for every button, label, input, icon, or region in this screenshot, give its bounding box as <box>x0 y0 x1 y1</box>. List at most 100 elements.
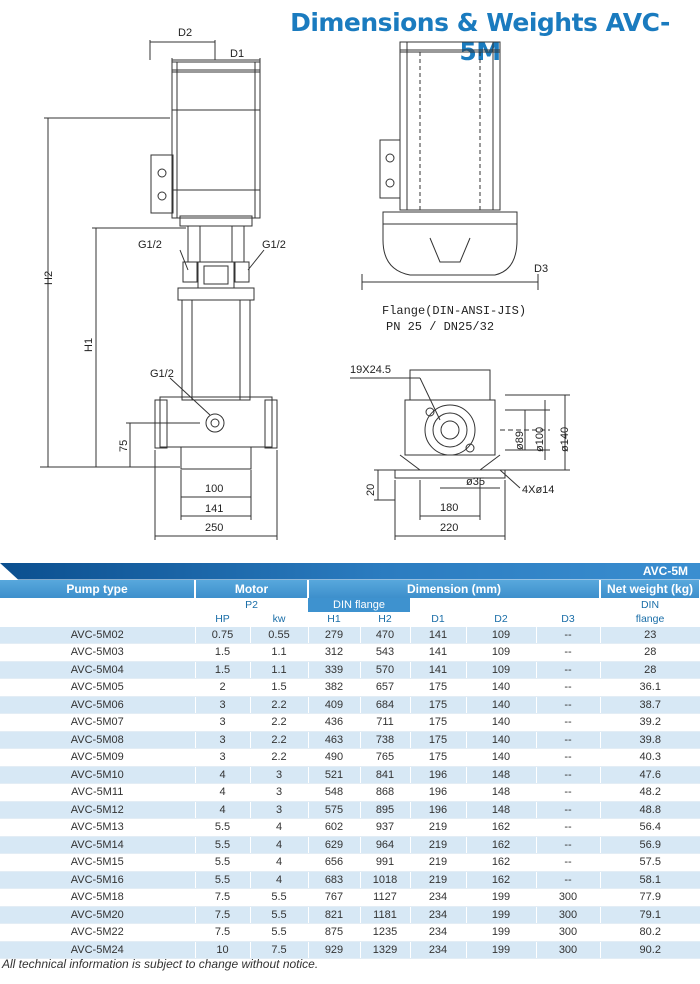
cell-d2: 140 <box>465 748 536 767</box>
cell-pump-type: AVC-5M24 <box>0 941 195 959</box>
cell-h1: 521 <box>307 766 360 784</box>
subheader-p2: P2 <box>245 598 258 611</box>
label-dim-180: 180 <box>440 502 458 514</box>
cell-d1: 196 <box>409 783 466 802</box>
cell-net-weight: 48.2 <box>599 783 700 802</box>
cell-h2: 868 <box>359 783 410 802</box>
cell-d3: 300 <box>535 941 600 959</box>
cell-h2: 841 <box>359 766 410 784</box>
cell-pump-type: AVC-5M10 <box>0 766 195 784</box>
cell-h1: 382 <box>307 678 360 697</box>
cell-d3: -- <box>535 661 600 679</box>
cell-d1: 175 <box>409 696 466 714</box>
cell-h2: 543 <box>359 643 410 662</box>
cell-d3: -- <box>535 836 600 854</box>
cell-d1: 234 <box>409 888 466 907</box>
cell-d1: 234 <box>409 923 466 942</box>
cell-net-weight: 36.1 <box>599 678 700 697</box>
cell-d1: 175 <box>409 731 466 749</box>
label-dim-19x24: 19X24.5 <box>350 364 391 376</box>
cell-kw: 2.2 <box>249 696 308 714</box>
cell-h2: 470 <box>359 626 410 644</box>
cell-d3: -- <box>535 731 600 749</box>
cell-h1: 409 <box>307 696 360 714</box>
cell-pump-type: AVC-5M13 <box>0 818 195 837</box>
cell-d3: -- <box>535 871 600 889</box>
cell-d3: -- <box>535 853 600 872</box>
label-d1: D1 <box>230 48 244 60</box>
cell-h2: 738 <box>359 731 410 749</box>
cell-net-weight: 40.3 <box>599 748 700 767</box>
spec-table: AVC-5M Pump type Motor Dimension (mm) Ne… <box>0 563 700 959</box>
cell-net-weight: 39.8 <box>599 731 700 749</box>
cell-h2: 1018 <box>359 871 410 889</box>
cell-net-weight: 28 <box>599 661 700 679</box>
cell-hp: 10 <box>194 941 250 959</box>
label-dim-220: 220 <box>440 522 458 534</box>
cell-kw: 1.5 <box>249 678 308 697</box>
label-dim-75: 75 <box>118 440 130 452</box>
cell-kw: 1.1 <box>249 643 308 662</box>
cell-kw: 3 <box>249 783 308 802</box>
cell-d2: 162 <box>465 871 536 889</box>
cell-net-weight: 56.9 <box>599 836 700 854</box>
cell-pump-type: AVC-5M08 <box>0 731 195 749</box>
cell-h2: 711 <box>359 713 410 732</box>
cell-d3: -- <box>535 678 600 697</box>
subheader-flange: flange <box>635 612 665 625</box>
cell-d1: 141 <box>409 626 466 644</box>
cell-d2: 148 <box>465 801 536 819</box>
cell-hp: 0.75 <box>194 626 250 644</box>
cell-pump-type: AVC-5M12 <box>0 801 195 819</box>
cell-net-weight: 38.7 <box>599 696 700 714</box>
cell-net-weight: 56.4 <box>599 818 700 837</box>
label-flange-line1: Flange(DIN-ANSI-JIS) <box>382 304 526 318</box>
cell-d1: 141 <box>409 643 466 662</box>
cell-d2: 109 <box>465 643 536 662</box>
cell-pump-type: AVC-5M03 <box>0 643 195 662</box>
cell-hp: 1.5 <box>194 661 250 679</box>
cell-hp: 7.5 <box>194 888 250 907</box>
cell-net-weight: 58.1 <box>599 871 700 889</box>
cell-d2: 140 <box>465 696 536 714</box>
cell-hp: 4 <box>194 801 250 819</box>
cell-h2: 1329 <box>359 941 410 959</box>
unit-d1: D1 <box>431 612 445 625</box>
unit-kw: kw <box>272 612 286 625</box>
cell-pump-type: AVC-5M15 <box>0 853 195 872</box>
cell-pump-type: AVC-5M06 <box>0 696 195 714</box>
label-d3: D3 <box>534 263 548 275</box>
label-dim-250: 250 <box>205 522 223 534</box>
cell-d2: 109 <box>465 661 536 679</box>
technical-drawing: D2 D1 H2 H1 G1/2 G1/2 G1/2 75 100 141 25… <box>40 27 571 540</box>
label-dim-100: 100 <box>205 483 223 495</box>
cell-d2: 140 <box>465 731 536 749</box>
cell-hp: 5.5 <box>194 871 250 889</box>
cell-d3: -- <box>535 713 600 732</box>
label-g-inlet: G1/2 <box>150 368 174 380</box>
cell-d3: 300 <box>535 923 600 942</box>
cell-kw: 4 <box>249 871 308 889</box>
cell-hp: 4 <box>194 766 250 784</box>
cell-hp: 2 <box>194 678 250 697</box>
cell-h2: 1181 <box>359 906 410 924</box>
cell-h1: 575 <box>307 801 360 819</box>
cell-d1: 219 <box>409 818 466 837</box>
cell-kw: 2.2 <box>249 731 308 749</box>
unit-d2: D2 <box>494 612 508 625</box>
unit-hp: HP <box>215 612 230 625</box>
cell-d3: -- <box>535 696 600 714</box>
label-dim-140: ø140 <box>559 427 571 452</box>
cell-kw: 3 <box>249 766 308 784</box>
